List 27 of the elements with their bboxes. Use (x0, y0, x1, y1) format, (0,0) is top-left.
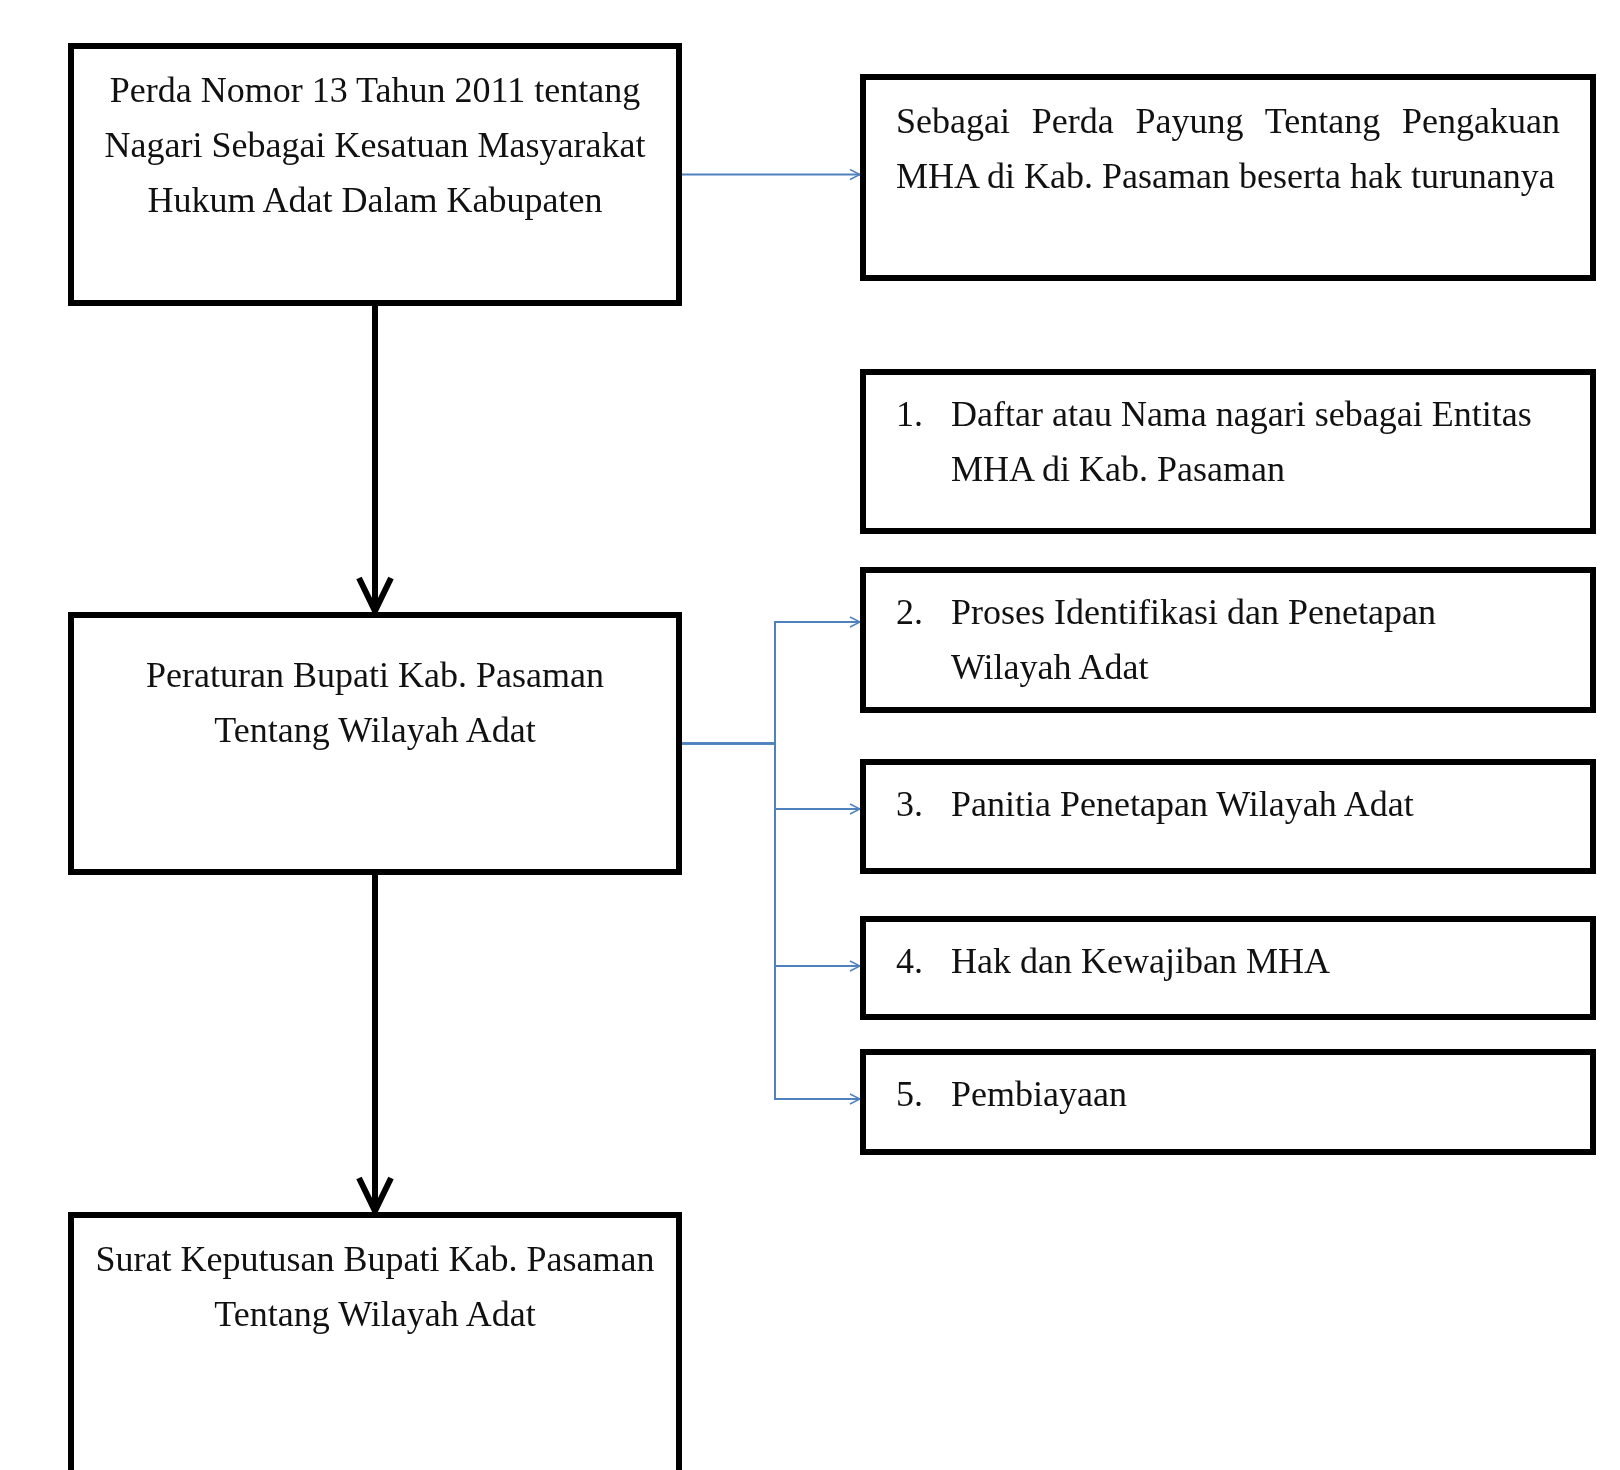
box-text: Surat Keputusan Bupati Kab. Pasaman Tentang Wilayah Adat (94, 1238, 656, 1336)
list-number: 2. (896, 591, 924, 634)
box-text: Perda Nomor 13 Tahun 2011 tentang Nagari Sebagai Kesatuan Masyarakat Hukum Adat Dalam Kabupaten (103, 69, 647, 222)
list-item-text: Daftar atau Nama nagari sebagai Entitas MHA di Kab. Pasaman (951, 393, 1533, 491)
text-box (860, 74, 1596, 281)
text-box (860, 1049, 1596, 1155)
box-text: Peraturan Bupati Kab. Pasaman Tentang Wilayah Adat (145, 654, 605, 752)
list-item-text: Pembiayaan (951, 1073, 1127, 1116)
text-box (860, 567, 1596, 713)
list-number: 1. (896, 393, 924, 436)
text-box (860, 759, 1596, 874)
text-box (68, 43, 682, 306)
arrow (356, 875, 394, 1214)
list-item-text: Hak dan Kewajiban MHA (951, 940, 1330, 983)
text-box (860, 369, 1596, 534)
list-item-text: Proses Identifikasi dan Penetapan Wilayah Adat (951, 591, 1437, 689)
arrow (356, 306, 394, 614)
text-box (860, 916, 1596, 1020)
list-number: 4. (896, 940, 924, 983)
text-box (68, 612, 682, 875)
text-box (68, 1212, 682, 1470)
arrow (681, 742, 861, 1105)
list-item-text: Panitia Penetapan Wilayah Adat (951, 783, 1414, 826)
box-text: Sebagai Perda Payung Tentang Pengakuan MHA di Kab. Pasaman beserta hak turunanya (895, 100, 1561, 198)
arrow (681, 168, 861, 181)
list-number: 5. (896, 1073, 924, 1116)
list-number: 3. (896, 783, 924, 826)
